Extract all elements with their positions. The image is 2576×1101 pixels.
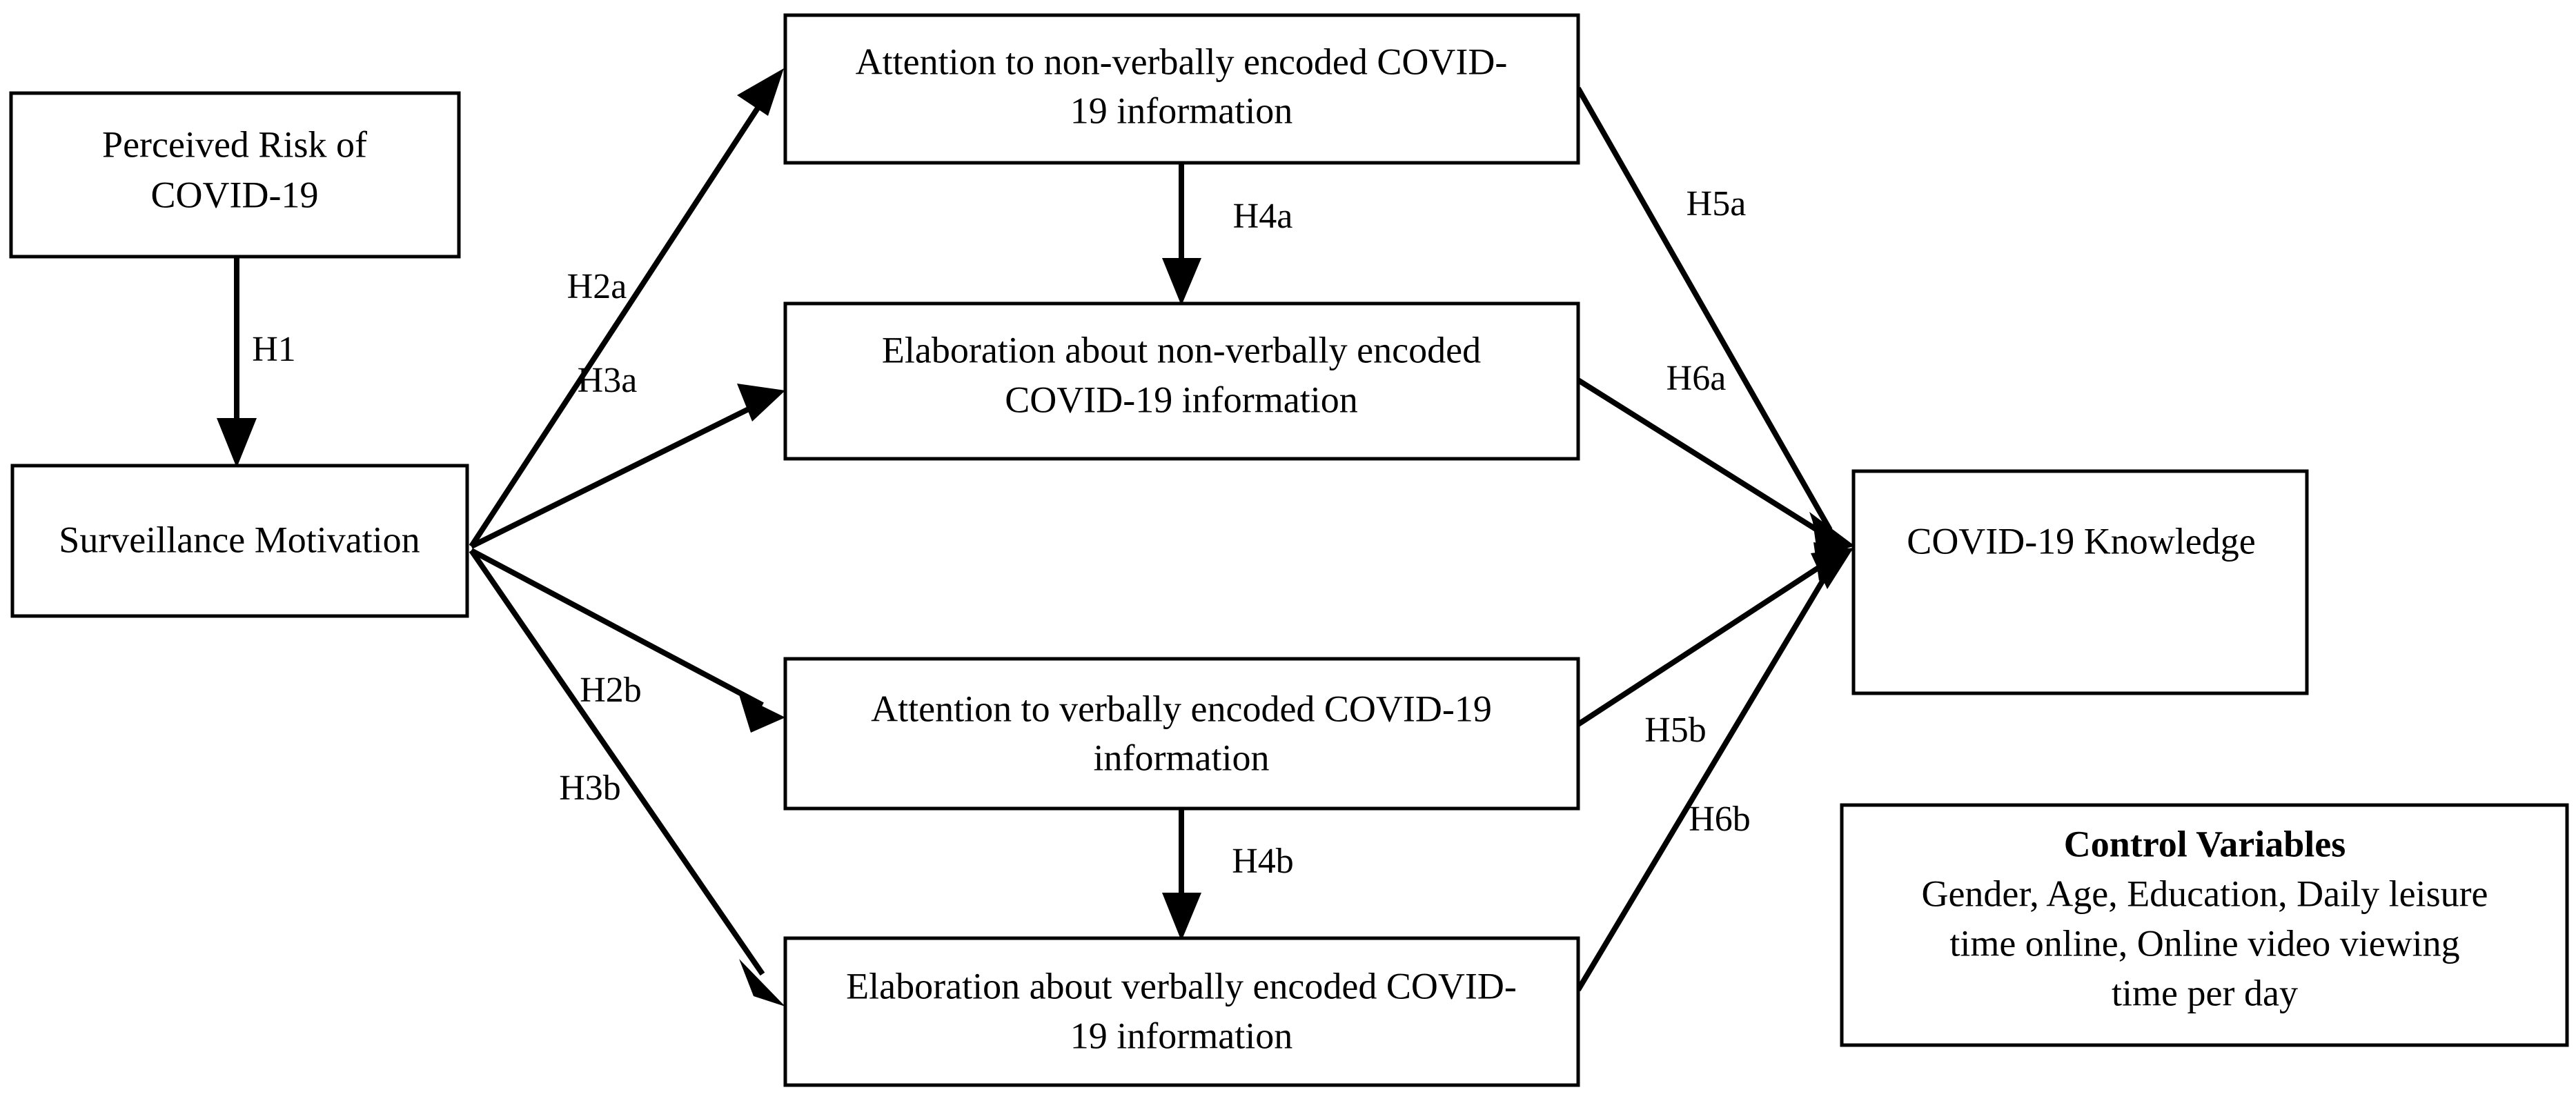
node-attention-verbal-label-line2: information: [1094, 737, 1270, 778]
node-perceived-risk-label-line2: COVID-19: [151, 174, 319, 215]
edge-h3a: [470, 384, 785, 549]
node-elaboration-nonverbal[interactable]: Elaboration about non-verbally encoded C…: [783, 301, 1580, 461]
edge-label-h2b: H2b: [580, 671, 642, 710]
edge-h2b-line: [470, 548, 764, 708]
edge-h3b: [469, 548, 785, 1006]
edge-label-h2a: H2a: [567, 267, 627, 306]
edge-h3b-arrowhead: [739, 959, 785, 1006]
node-control-variables-box[interactable]: [1840, 803, 2569, 1047]
edge-label-h5b: H5b: [1644, 711, 1707, 750]
node-surveillance-motivation[interactable]: Surveillance Motivation: [10, 464, 469, 618]
edge-label-h6b: H6b: [1689, 800, 1751, 839]
edge-h2b: [470, 548, 785, 733]
edge-h5a: [1575, 87, 1854, 548]
node-control-variables-line3: time per day: [2112, 972, 2298, 1013]
edge-h5b-line: [1576, 557, 1832, 727]
node-control-variables[interactable]: Control Variables Gender, Age, Education…: [1840, 803, 2569, 1047]
node-elaboration-verbal-label-line2: 19 information: [1070, 1015, 1292, 1056]
edge-label-h4b: H4b: [1232, 842, 1294, 881]
edge-label-h3b: H3b: [559, 768, 621, 808]
node-covid-knowledge-label: COVID-19 Knowledge: [1907, 520, 2255, 562]
node-elaboration-nonverbal-box[interactable]: [783, 301, 1580, 461]
edge-h6a: [1576, 377, 1854, 556]
node-elaboration-nonverbal-label-line1: Elaboration about non-verbally encoded: [882, 329, 1481, 370]
edge-label-h4a: H4a: [1233, 197, 1293, 236]
node-perceived-risk[interactable]: Perceived Risk of COVID-19: [9, 91, 461, 259]
edge-h4b: [1162, 809, 1201, 941]
edge-h2a-line: [469, 99, 765, 548]
edge-h2b-arrowhead: [739, 695, 785, 733]
node-surveillance-motivation-label: Surveillance Motivation: [59, 519, 420, 560]
edge-h1: [217, 257, 257, 468]
node-elaboration-verbal[interactable]: Elaboration about verbally encoded COVID…: [783, 936, 1580, 1087]
node-elaboration-nonverbal-label-line2: COVID-19 information: [1005, 379, 1357, 420]
node-covid-knowledge-box[interactable]: [1851, 469, 2309, 695]
edge-h5b: [1576, 542, 1854, 727]
edge-h4b-arrowhead: [1162, 893, 1201, 941]
node-attention-verbal-box[interactable]: [783, 657, 1580, 811]
edge-label-h6a: H6a: [1666, 359, 1727, 398]
node-attention-nonverbal-label-line1: Attention to non-verbally encoded COVID-: [856, 41, 1508, 82]
node-elaboration-verbal-label-line1: Elaboration about verbally encoded COVID…: [846, 965, 1517, 1006]
node-perceived-risk-box[interactable]: [9, 91, 461, 259]
edge-h2a: [469, 68, 784, 548]
node-control-variables-line1: Gender, Age, Education, Daily leisure: [1921, 873, 2488, 914]
node-attention-nonverbal-box[interactable]: [783, 13, 1580, 165]
edge-h3a-arrowhead: [737, 384, 785, 421]
edge-h6b: [1575, 548, 1854, 992]
edge-h4a: [1162, 163, 1201, 306]
edge-h4a-arrowhead: [1162, 258, 1201, 306]
node-elaboration-verbal-box[interactable]: [783, 936, 1580, 1087]
node-attention-nonverbal[interactable]: Attention to non-verbally encoded COVID-…: [783, 13, 1580, 165]
edge-label-h1: H1: [252, 330, 296, 369]
node-attention-verbal[interactable]: Attention to verbally encoded COVID-19 i…: [783, 657, 1580, 811]
edge-h6b-line: [1575, 566, 1833, 992]
edge-h6b-arrowhead: [1811, 548, 1854, 589]
edge-h1-arrowhead: [217, 418, 257, 468]
node-surveillance-motivation-box[interactable]: [10, 464, 469, 618]
node-attention-verbal-label-line1: Attention to verbally encoded COVID-19: [871, 688, 1492, 729]
edge-label-h3a: H3a: [578, 361, 638, 400]
node-covid-knowledge[interactable]: COVID-19 Knowledge: [1851, 469, 2309, 695]
node-control-variables-line2: time online, Online video viewing: [1949, 922, 2459, 964]
edge-h6a-line: [1576, 377, 1832, 541]
edge-label-h5a: H5a: [1687, 184, 1747, 224]
edge-h3a-line: [470, 399, 764, 549]
edge-h5a-line: [1575, 87, 1833, 531]
node-control-variables-title: Control Variables: [2064, 823, 2346, 864]
node-attention-nonverbal-label-line2: 19 information: [1070, 90, 1292, 131]
edge-h3b-line: [469, 548, 765, 976]
edge-h2a-arrowhead: [737, 68, 784, 116]
node-perceived-risk-label-line1: Perceived Risk of: [102, 123, 367, 165]
